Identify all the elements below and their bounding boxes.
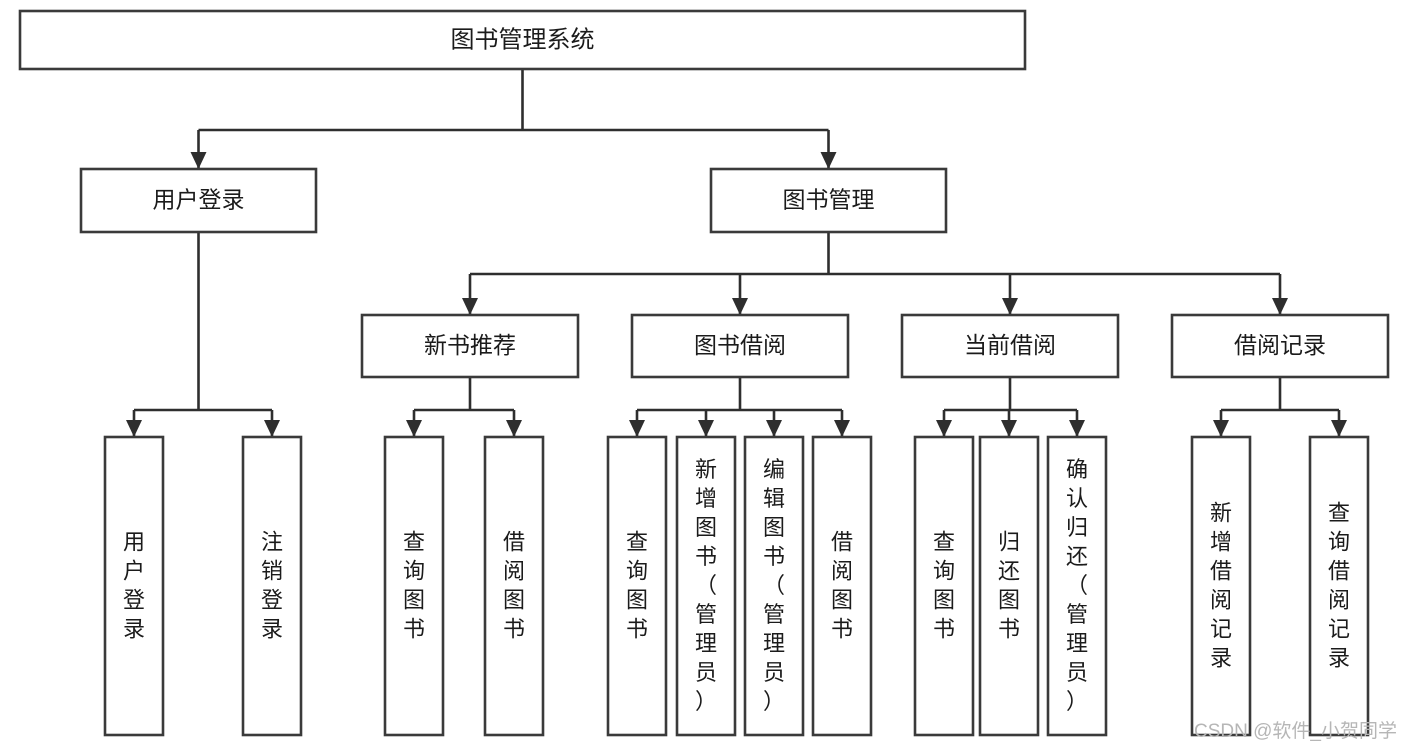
arrow-head-icon [1069, 420, 1085, 437]
root-node-book-management-system[interactable]: 图书管理系统 [18, 9, 1027, 71]
level2-node-2-box[interactable] [900, 313, 1120, 379]
arrow-head-icon [1213, 420, 1229, 437]
leaf-node-7-box[interactable] [811, 435, 873, 737]
level1-node-1[interactable]: 图书管理 [709, 167, 948, 234]
level2-node-0-box[interactable] [360, 313, 580, 379]
leaf-node-4-box[interactable] [606, 435, 668, 737]
leaf-node-4[interactable]: 查询图书 [606, 435, 668, 737]
leaf-node-8-label: 查询图书 [933, 529, 955, 641]
arrow-head-icon [1002, 298, 1018, 315]
level2-node-1-label: 图书借阅 [694, 332, 786, 358]
leaf-node-10[interactable]: 确认归还（管理员） [1046, 435, 1108, 737]
root-node-book-management-system-box[interactable] [18, 9, 1027, 71]
arrow-head-icon [1001, 420, 1017, 437]
arrow-head-icon [766, 420, 782, 437]
leaf-node-10-label: 确认归还（管理员） [1066, 457, 1088, 714]
node-boxes-group: 图书管理系统用户登录图书管理新书推荐图书借阅当前借阅借阅记录用户登录注销登录查询… [18, 9, 1390, 737]
leaf-node-2-label: 查询图书 [403, 529, 425, 641]
level1-node-0[interactable]: 用户登录 [79, 167, 318, 234]
leaf-node-9-label: 归还图书 [998, 529, 1020, 641]
leaf-node-8[interactable]: 查询图书 [913, 435, 975, 737]
arrow-head-icon [506, 420, 522, 437]
arrow-head-icon [629, 420, 645, 437]
leaf-node-2-box[interactable] [383, 435, 445, 737]
arrow-head-icon [126, 420, 142, 437]
leaf-node-12-label: 查询借阅记录 [1328, 500, 1350, 670]
arrow-head-icon [1272, 298, 1288, 315]
level1-node-1-label: 图书管理 [783, 187, 875, 213]
leaf-node-7-label: 借阅图书 [831, 529, 853, 641]
level1-node-0-box[interactable] [79, 167, 318, 234]
leaf-node-1[interactable]: 注销登录 [241, 435, 303, 737]
level2-node-3-box[interactable] [1170, 313, 1390, 379]
leaf-node-9[interactable]: 归还图书 [978, 435, 1040, 737]
arrow-head-icon [834, 420, 850, 437]
level2-node-1-box[interactable] [630, 313, 850, 379]
leaf-node-2[interactable]: 查询图书 [383, 435, 445, 737]
leaf-node-1-box[interactable] [241, 435, 303, 737]
leaf-node-5-label: 新增图书（管理员） [695, 457, 717, 714]
arrow-head-icon [264, 420, 280, 437]
csdn-watermark: CSDN @软件_小贺同学 [1194, 721, 1397, 742]
leaf-node-0-box[interactable] [103, 435, 165, 737]
arrow-head-icon [1331, 420, 1347, 437]
leaf-node-1-label: 注销登录 [261, 529, 283, 641]
leaf-node-11-label: 新增借阅记录 [1210, 500, 1232, 670]
level2-node-2[interactable]: 当前借阅 [900, 313, 1120, 379]
level2-node-0-label: 新书推荐 [424, 332, 516, 358]
leaf-node-6-label: 编辑图书（管理员） [763, 457, 785, 714]
level2-node-3[interactable]: 借阅记录 [1170, 313, 1390, 379]
arrow-head-icon [698, 420, 714, 437]
leaf-node-0[interactable]: 用户登录 [103, 435, 165, 737]
arrow-head-icon [936, 420, 952, 437]
leaf-node-9-box[interactable] [978, 435, 1040, 737]
level1-node-1-box[interactable] [709, 167, 948, 234]
level1-node-0-label: 用户登录 [153, 187, 245, 213]
connector-lines-group [126, 69, 1347, 437]
leaf-node-3[interactable]: 借阅图书 [483, 435, 545, 737]
level2-node-0[interactable]: 新书推荐 [360, 313, 580, 379]
leaf-node-4-label: 查询图书 [626, 529, 648, 641]
leaf-node-6[interactable]: 编辑图书（管理员） [743, 435, 805, 737]
arrow-head-icon [732, 298, 748, 315]
leaf-node-3-label: 借阅图书 [503, 529, 525, 641]
leaf-node-6-box[interactable] [743, 435, 805, 737]
leaf-node-8-box[interactable] [913, 435, 975, 737]
leaf-node-12-box[interactable] [1308, 435, 1370, 737]
level2-node-3-label: 借阅记录 [1234, 332, 1326, 358]
arrow-head-icon [190, 152, 207, 169]
leaf-node-10-box[interactable] [1046, 435, 1108, 737]
level2-node-1[interactable]: 图书借阅 [630, 313, 850, 379]
leaf-node-5-box[interactable] [675, 435, 737, 737]
arrow-head-icon [406, 420, 422, 437]
leaf-node-12[interactable]: 查询借阅记录 [1308, 435, 1370, 737]
leaf-node-0-label: 用户登录 [123, 529, 145, 641]
leaf-node-7[interactable]: 借阅图书 [811, 435, 873, 737]
arrow-head-icon [820, 152, 837, 169]
leaf-node-3-box[interactable] [483, 435, 545, 737]
level2-node-2-label: 当前借阅 [964, 332, 1056, 358]
root-node-book-management-system-label: 图书管理系统 [451, 26, 595, 53]
leaf-node-5[interactable]: 新增图书（管理员） [675, 435, 737, 737]
leaf-node-11-box[interactable] [1190, 435, 1252, 737]
arrow-head-icon [462, 298, 478, 315]
leaf-node-11[interactable]: 新增借阅记录 [1190, 435, 1252, 737]
